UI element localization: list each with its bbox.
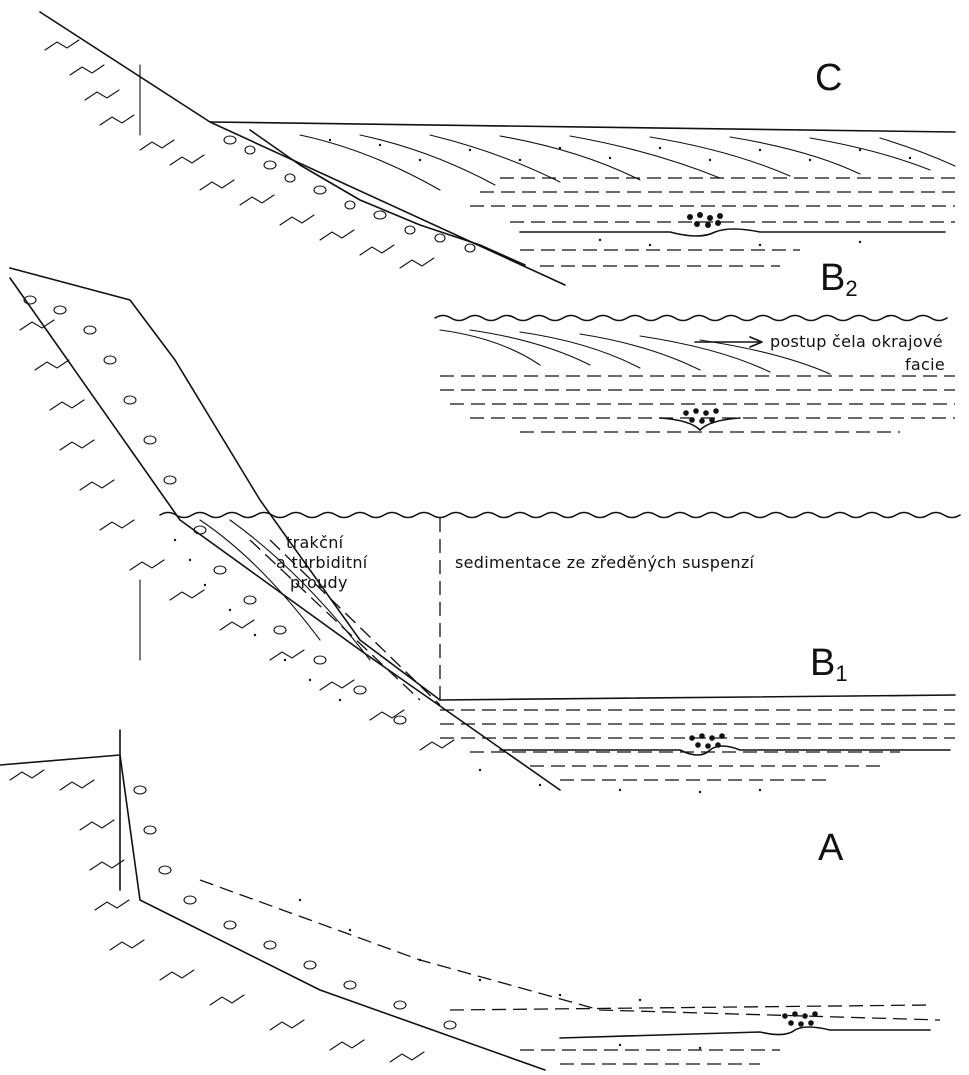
- panel-c-foresets: [300, 135, 955, 190]
- traction-label-line2: a turbiditní: [276, 553, 368, 572]
- panel-c-mud-laminae: [470, 178, 955, 266]
- panel-a-channel-gravel: [782, 1011, 818, 1027]
- panel-a-pebbles: [134, 786, 456, 1029]
- panel-c-sediment-top: [210, 122, 955, 132]
- panel-a-label: A: [818, 827, 844, 869]
- progradation-label-line2: facie: [905, 355, 945, 374]
- panel-b2-mud-laminae: [440, 376, 955, 432]
- dilute-suspension-label: sedimentace ze zředěných suspenzí: [455, 553, 755, 572]
- panel-c-channel-gravel: [687, 212, 723, 228]
- panel-c-label: C: [815, 57, 842, 99]
- traction-label-line3: proudy: [290, 573, 348, 592]
- panel-a-upper-boundary: [200, 880, 940, 1020]
- panel-b1-channel: [500, 746, 950, 755]
- panel-b1-basin-floor: [440, 695, 955, 700]
- panel-b1-channel-gravel: [689, 733, 725, 749]
- panel-a-bedrock-surface: [0, 755, 545, 1070]
- panel-b2-wavy-surface: [435, 316, 947, 321]
- panel-b1-sand-stipple: [174, 539, 761, 793]
- panel-a-bedrock-hatching: [10, 770, 424, 1062]
- panel-b2: postup čela okrajové facie: [435, 316, 955, 433]
- panel-a-channel: [560, 1027, 930, 1038]
- panel-b1-pebbles: [24, 296, 406, 724]
- progradation-label-line1: postup čela okrajové: [770, 332, 943, 351]
- traction-label-line1: trakční: [286, 533, 344, 552]
- panel-c-channel: [520, 229, 945, 236]
- panel-b2-label: B2: [820, 257, 858, 301]
- panel-a: A: [0, 730, 940, 1070]
- panel-c: C B2: [40, 12, 955, 301]
- panel-b1-slope-surface: [10, 268, 440, 700]
- panel-c-bedrock-hatching: [45, 40, 434, 268]
- panel-c-bedrock-surface: [40, 12, 565, 285]
- panel-a-sand-stipple: [299, 899, 701, 1049]
- panel-b1-wavy-surface: [160, 513, 960, 518]
- panel-b1-label: B1: [810, 642, 848, 686]
- panel-b2-channel-gravel: [683, 408, 719, 424]
